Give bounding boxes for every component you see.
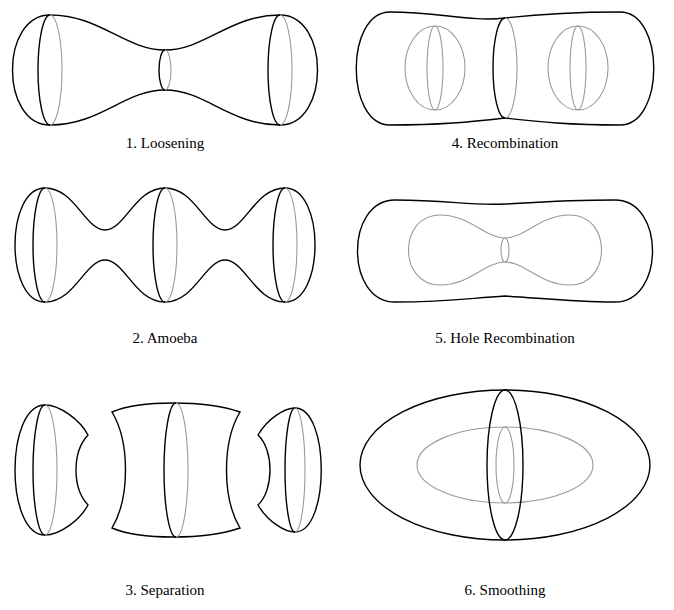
figure-caption: 1. Loosening xyxy=(126,134,204,152)
figure-caption: 3. Separation xyxy=(125,581,204,599)
separation-surfaces xyxy=(15,403,321,537)
figure-caption: 6. Smoothing xyxy=(465,581,546,599)
hole-recombination-surface xyxy=(358,200,653,302)
loosening-surface xyxy=(13,15,318,125)
smoothing-surface xyxy=(360,390,650,540)
figure-caption: 5. Hole Recombination xyxy=(435,329,575,347)
amoeba-surface xyxy=(15,188,315,302)
figure-caption: 2. Amoeba xyxy=(133,329,198,347)
figure-caption: 4. Recombination xyxy=(452,134,559,152)
recombination-surface xyxy=(356,12,654,125)
